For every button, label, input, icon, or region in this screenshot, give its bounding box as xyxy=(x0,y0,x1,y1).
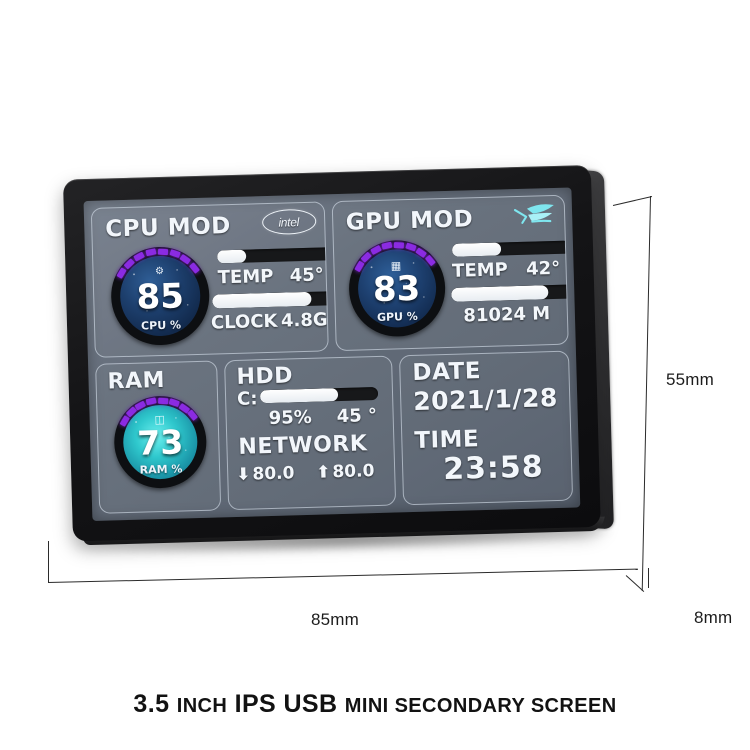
cpu-clock-value: 4.8G xyxy=(280,309,328,332)
cpu-gauge-segment xyxy=(168,249,181,259)
ram-gauge-arc xyxy=(113,395,208,490)
gpu-temp-value: 42° xyxy=(525,257,561,280)
gpu-gauge-segment xyxy=(381,241,393,250)
rog-eye-icon xyxy=(513,204,554,224)
dimension-height-label: 55mm xyxy=(666,370,715,389)
gpu-temp-label: TEMP xyxy=(451,259,509,282)
date-value: 2021/1/28 xyxy=(412,382,559,416)
caption-type: MINI SECONDARY SCREEN xyxy=(344,695,617,717)
device-bezel: CPU MOD intel ⚙ 85 CPU % xyxy=(62,164,601,542)
hdd-panel-title: HDD xyxy=(236,363,294,390)
panel-cpu[interactable]: CPU MOD intel ⚙ 85 CPU % xyxy=(90,201,329,358)
time-value: 23:58 xyxy=(442,449,545,488)
gpu-gauge-segment xyxy=(424,254,436,267)
cpu-temp-bar xyxy=(216,247,329,264)
hdd-usage-bar xyxy=(259,386,379,404)
gpu-memory-value: 81024 M xyxy=(463,303,551,327)
ram-gauge-segment xyxy=(168,398,180,408)
gpu-gauge-segment xyxy=(393,241,405,249)
network-download-value: 80.0 xyxy=(252,463,295,485)
cpu-clock-bar-fill xyxy=(212,291,312,309)
cpu-gauge: ⚙ 85 CPU % xyxy=(109,245,211,347)
panel-ram[interactable]: RAM ◫ 73 RAM % xyxy=(95,360,222,514)
panel-hdd-network[interactable]: HDD C: 95% 45 ° NETWORK ⬇ 80.0 xyxy=(224,355,397,511)
device: CPU MOD intel ⚙ 85 CPU % xyxy=(62,164,618,549)
ram-gauge: ◫ 73 RAM % xyxy=(113,394,208,490)
cpu-gauge-segment xyxy=(179,254,192,265)
gpu-temp-bar xyxy=(451,240,569,257)
network-download: ⬇ 80.0 xyxy=(236,463,295,485)
cpu-panel-title: CPU MOD xyxy=(104,213,232,243)
leader-line-right xyxy=(641,195,652,591)
network-title: NETWORK xyxy=(238,431,368,460)
gpu-gauge-segment xyxy=(405,242,417,252)
dimension-depth-label: 8mm xyxy=(694,608,733,627)
cpu-temp-label: TEMP xyxy=(217,265,274,289)
leader-line-bottom xyxy=(47,568,638,584)
gpu-panel-title: GPU MOD xyxy=(345,206,474,236)
cpu-gauge-segment xyxy=(116,267,127,280)
cpu-gauge-segment xyxy=(123,258,136,270)
gpu-gauge-segment xyxy=(370,245,382,256)
cpu-clock-label: CLOCK xyxy=(210,310,278,334)
arrow-up-icon: ⬆ xyxy=(315,462,331,483)
leader-line-right-top-tick xyxy=(612,196,653,207)
hdd-temperature-value: 45 ° xyxy=(336,405,378,428)
gpu-gauge-segment xyxy=(353,260,365,273)
date-title: DATE xyxy=(412,358,482,386)
cpu-temp-bar-fill xyxy=(216,249,247,264)
ram-panel-title: RAM xyxy=(107,367,166,395)
caption-interface: IPS USB xyxy=(234,690,338,718)
screen-row-bottom: RAM ◫ 73 RAM % xyxy=(95,350,574,514)
product-caption: 3.5 INCH IPS USB MINI SECONDARY SCREEN xyxy=(0,690,750,719)
cpu-gauge-segment xyxy=(145,248,157,257)
lcd-screen: CPU MOD intel ⚙ 85 CPU % xyxy=(83,187,581,521)
hdd-usage-value: 95% xyxy=(268,406,313,430)
cpu-temp-value: 45° xyxy=(289,264,325,287)
leader-line-depth-tick-b xyxy=(648,568,650,588)
ram-gauge-segment xyxy=(119,415,130,427)
gpu-memory-bar-fill xyxy=(450,285,549,302)
cpu-gauge-segment xyxy=(133,251,146,262)
ram-gauge-segment xyxy=(186,409,198,422)
caption-size: 3.5 xyxy=(133,690,170,718)
cpu-clock-bar xyxy=(212,291,329,309)
screen-row-top: CPU MOD intel ⚙ 85 CPU % xyxy=(90,194,569,358)
intel-logo-icon: intel xyxy=(261,208,317,236)
gpu-memory-bar xyxy=(450,284,569,302)
gpu-gauge-segment xyxy=(360,251,373,263)
arrow-down-icon: ⬇ xyxy=(235,464,251,485)
leader-line-bottom-left-tick xyxy=(48,541,50,583)
cpu-gauge-arc xyxy=(110,246,211,347)
caption-inch: INCH xyxy=(176,695,228,717)
cpu-gauge-segment xyxy=(157,248,168,255)
panel-datetime[interactable]: DATE 2021/1/28 TIME 23:58 xyxy=(398,350,574,506)
ram-gauge-segment xyxy=(157,397,168,404)
network-upload: ⬆ 80.0 xyxy=(316,461,375,483)
gpu-temp-bar-fill xyxy=(451,242,502,257)
gpu-gauge-arc xyxy=(347,239,446,338)
panel-gpu[interactable]: GPU MOD xyxy=(331,194,569,352)
hdd-usage-bar-fill xyxy=(259,388,339,404)
ram-gauge-segment xyxy=(134,400,147,411)
network-upload-value: 80.0 xyxy=(332,461,375,483)
hdd-drive-label: C: xyxy=(236,388,258,410)
intel-logo-text: intel xyxy=(278,214,300,230)
ram-gauge-segment xyxy=(145,397,157,406)
time-title: TIME xyxy=(414,426,480,454)
dimension-width-label: 85mm xyxy=(311,610,360,629)
gpu-gauge: ▦ 83 GPU % xyxy=(347,239,446,338)
cpu-gauge-segment xyxy=(189,261,201,274)
